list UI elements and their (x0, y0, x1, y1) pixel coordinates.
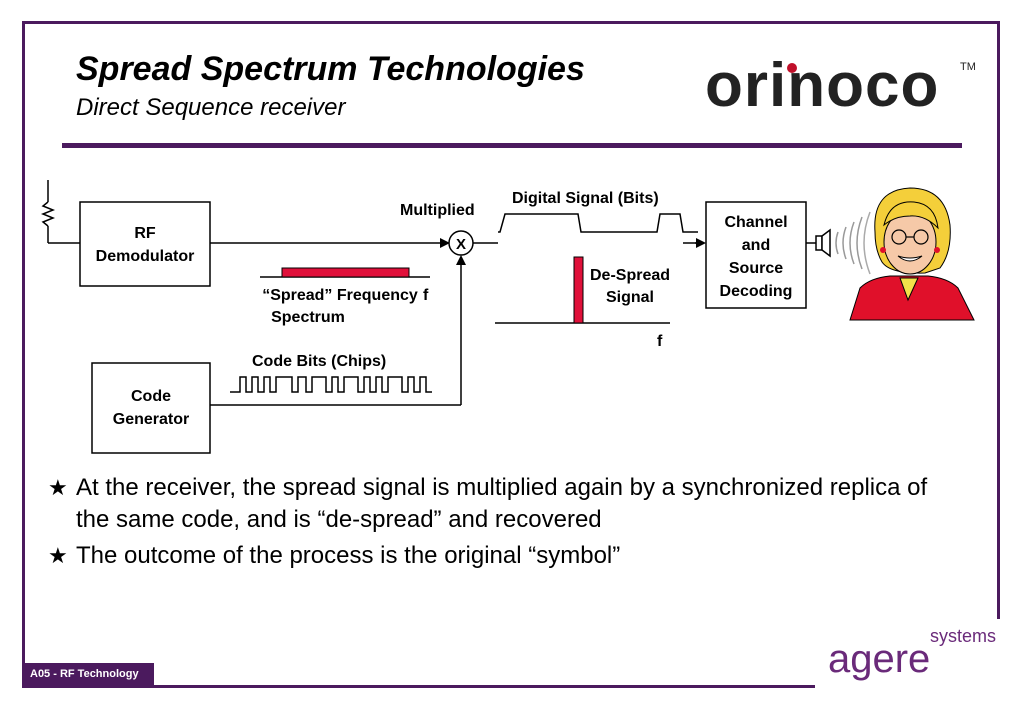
bullet-item: ★ At the receiver, the spread signal is … (48, 472, 948, 536)
despread-spectrum-plot: De-Spread Signal f (495, 256, 670, 350)
channel-decoding-block: Channel and Source Decoding (705, 201, 807, 309)
code-bits-label: Code Bits (Chips) (252, 353, 386, 370)
rf-demodulator-label-1: RF (134, 225, 156, 242)
multiplier-node: X (448, 230, 474, 256)
channel-label-4: Decoding (720, 283, 793, 300)
star-bullet-icon: ★ (48, 475, 68, 500)
digital-signal-label: Digital Signal (Bits) (512, 190, 659, 207)
footer-label: A05 - RF Technology (22, 663, 154, 685)
orinoco-logo: orinoco TM (705, 51, 976, 118)
bullet-item: ★ The outcome of the process is the orig… (48, 540, 948, 572)
frame-bottom-border (22, 685, 815, 688)
multiplier-symbol: X (456, 236, 466, 253)
orinoco-logo-dot (787, 63, 797, 73)
spread-spectrum-plot: “Spread” Frequency Spectrum f (260, 267, 430, 326)
title-divider (62, 143, 962, 148)
code-generator-label-2: Generator (113, 411, 189, 428)
orinoco-logo-text: orinoco (705, 51, 939, 118)
channel-label-2: and (742, 237, 770, 254)
agere-suffix-text: systems (930, 626, 996, 646)
frame-top-border (22, 21, 1000, 24)
listener-person-icon (849, 187, 975, 321)
bullet-list: ★ At the receiver, the spread signal is … (48, 472, 948, 576)
despread-label-2: Signal (606, 289, 654, 306)
bullet-text: At the receiver, the spread signal is mu… (76, 474, 928, 533)
agere-brand-text: agere (828, 637, 930, 681)
frame-right-border (997, 21, 1000, 619)
frame-left-border (22, 21, 25, 687)
spread-spectrum-bar (281, 267, 410, 278)
channel-label-1: Channel (724, 214, 787, 231)
speaker-icon (806, 211, 871, 275)
slide-subtitle: Direct Sequence receiver (76, 94, 346, 121)
antenna-icon (40, 180, 80, 244)
spread-spectrum-label-2: Spectrum (271, 309, 345, 326)
agere-systems-logo: agere systems (828, 626, 996, 681)
digital-signal-waveform (498, 213, 698, 233)
rf-demodulator-block: RF Demodulator (79, 201, 211, 287)
ds-receiver-diagram: RF Demodulator Multiplied X “Spread” Fre… (40, 180, 975, 454)
code-bits-waveform (230, 376, 432, 393)
bullet-text: The outcome of the process is the origin… (76, 542, 621, 569)
spread-spectrum-label-1: “Spread” Frequency (262, 287, 418, 304)
channel-label-3: Source (729, 260, 783, 277)
spread-spectrum-f: f (423, 287, 429, 304)
rf-demodulator-label-2: Demodulator (96, 248, 195, 265)
despread-label-1: De-Spread (590, 267, 670, 284)
star-bullet-icon: ★ (48, 543, 68, 568)
code-generator-block: Code Generator (91, 362, 211, 454)
code-generator-label-1: Code (131, 388, 171, 405)
slide-title: Spread Spectrum Technologies (76, 50, 585, 88)
despread-spectrum-bar (573, 256, 584, 324)
orinoco-trademark: TM (960, 61, 976, 73)
multiplied-label: Multiplied (400, 202, 475, 219)
despread-f: f (657, 333, 663, 350)
